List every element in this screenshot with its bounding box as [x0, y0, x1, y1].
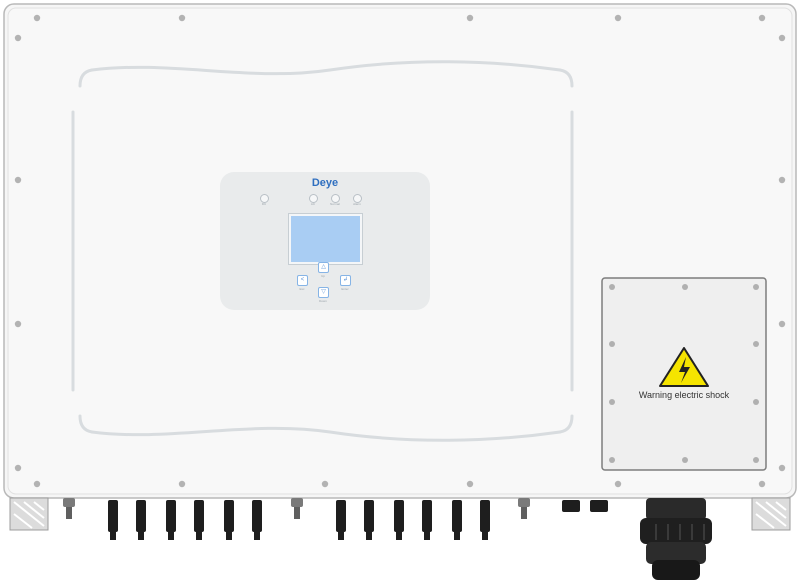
embossed-frame [71, 60, 574, 442]
warning-label: Warning electric shock [638, 390, 730, 400]
up-key[interactable]: △ [318, 262, 329, 273]
mounting-feet [9, 497, 791, 531]
brand-logo: Deye [311, 177, 339, 189]
esc-key-label: Esc [299, 287, 305, 291]
perimeter-screws [14, 14, 786, 488]
down-key[interactable]: ▽ [318, 287, 329, 298]
down-key-label: Down [319, 299, 327, 303]
ac-indicator-led [309, 194, 318, 203]
display-panel: Deye DC AC Normal Alarm △ Up < Esc ↲ Ent… [220, 172, 430, 310]
esc-key[interactable]: < [297, 275, 308, 286]
alarm-indicator-led [353, 194, 362, 203]
dc-indicator-led [260, 194, 269, 203]
lcd-screen [289, 214, 362, 264]
normal-indicator-led [331, 194, 340, 203]
enter-key[interactable]: ↲ [340, 275, 351, 286]
alarm-indicator-label: Alarm [353, 202, 361, 206]
enter-key-label: Enter [341, 287, 349, 291]
dc-indicator-label: DC [261, 202, 267, 206]
warning-cover [601, 277, 767, 471]
up-key-label: Up [321, 274, 325, 278]
ac-indicator-label: AC [310, 202, 316, 206]
high-voltage-icon [659, 347, 709, 387]
normal-indicator-label: Normal [330, 202, 340, 206]
bottom-connectors [63, 498, 712, 580]
ac-cable-gland [640, 498, 712, 580]
